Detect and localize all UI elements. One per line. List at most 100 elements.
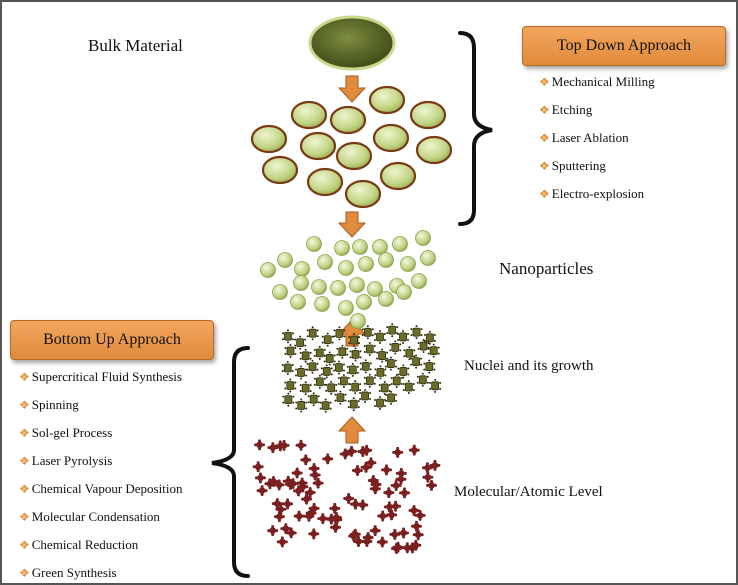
atom bbox=[343, 492, 355, 504]
atom bbox=[389, 528, 401, 540]
atom bbox=[267, 442, 279, 454]
atom bbox=[383, 487, 395, 499]
atom bbox=[370, 478, 382, 490]
method-label: Molecular Condensation bbox=[31, 509, 160, 524]
nucleus bbox=[294, 365, 307, 380]
nucleus bbox=[427, 343, 440, 358]
nanoparticle bbox=[411, 273, 427, 289]
method-label: Sol-gel Process bbox=[31, 425, 113, 440]
nucleus bbox=[349, 347, 362, 362]
atom bbox=[292, 485, 304, 497]
nanoparticle bbox=[415, 230, 431, 246]
atom bbox=[429, 459, 441, 471]
atom bbox=[329, 502, 341, 514]
atom bbox=[395, 473, 407, 485]
nanoparticle bbox=[338, 300, 354, 316]
diamond-bullet-icon: ❖ bbox=[539, 131, 550, 145]
diamond-bullet-icon: ❖ bbox=[539, 159, 550, 173]
diamond-bullet-icon: ❖ bbox=[19, 370, 30, 384]
diamond-bullet-icon: ❖ bbox=[19, 566, 30, 580]
nucleus bbox=[281, 329, 294, 344]
nucleus bbox=[359, 359, 372, 374]
diamond-bullet-icon: ❖ bbox=[19, 510, 30, 524]
bulk-material-disc bbox=[308, 15, 396, 71]
bottom-up-item: ❖Sol-gel Process bbox=[19, 423, 182, 451]
nanoparticles-label: Nanoparticles bbox=[499, 259, 594, 278]
diamond-bullet-icon: ❖ bbox=[19, 426, 30, 440]
atom bbox=[312, 477, 324, 489]
atom bbox=[308, 528, 320, 540]
nanoparticle bbox=[311, 279, 327, 295]
nucleus bbox=[361, 325, 374, 340]
atom bbox=[276, 536, 288, 548]
nanoparticle bbox=[338, 260, 354, 276]
nucleus bbox=[281, 361, 294, 376]
nanoparticle bbox=[294, 261, 310, 277]
method-label: Electro-explosion bbox=[551, 186, 645, 201]
nucleus bbox=[363, 373, 376, 388]
broken-particles bbox=[250, 85, 453, 209]
broken-particle bbox=[344, 179, 382, 209]
atom bbox=[296, 477, 308, 489]
molecular-label: Molecular/Atomic Level bbox=[454, 484, 603, 500]
nucleus bbox=[376, 348, 389, 363]
atom bbox=[282, 498, 294, 510]
atom bbox=[422, 471, 434, 483]
atom bbox=[300, 454, 312, 466]
nucleus bbox=[423, 330, 436, 345]
atom bbox=[390, 480, 402, 492]
nucleus bbox=[373, 330, 386, 345]
atom bbox=[357, 499, 369, 511]
nucleus bbox=[378, 380, 391, 395]
nanoparticle bbox=[330, 280, 346, 296]
arrow-atoms-to-nuclei bbox=[337, 416, 367, 444]
nucleus bbox=[299, 381, 312, 396]
method-label: Supercritical Fluid Synthesis bbox=[31, 369, 182, 384]
atom bbox=[267, 525, 279, 537]
atom bbox=[291, 467, 303, 479]
nucleus bbox=[313, 374, 326, 389]
diamond-bullet-icon: ❖ bbox=[19, 538, 30, 552]
atom bbox=[410, 539, 422, 551]
atom bbox=[412, 529, 424, 541]
nanoparticle bbox=[277, 252, 293, 268]
nucleus bbox=[423, 359, 436, 374]
atom bbox=[369, 525, 381, 537]
top-down-list: ❖Mechanical Milling❖Etching❖Laser Ablati… bbox=[539, 72, 655, 212]
method-label: Chemical Vapour Deposition bbox=[31, 481, 183, 496]
atom bbox=[304, 487, 316, 499]
atom bbox=[273, 511, 285, 523]
nanoparticle bbox=[356, 294, 372, 310]
atom bbox=[275, 503, 287, 515]
nanoparticle bbox=[349, 277, 365, 293]
top-down-item: ❖Laser Ablation bbox=[539, 128, 655, 156]
atom bbox=[390, 542, 402, 554]
nucleus bbox=[429, 378, 442, 393]
nucleus bbox=[385, 390, 398, 405]
nucleus bbox=[373, 396, 386, 411]
nucleus bbox=[374, 365, 387, 380]
nanoparticle bbox=[293, 275, 309, 291]
nanoparticle bbox=[358, 256, 374, 272]
atom bbox=[293, 510, 305, 522]
bottom-up-item: ❖Laser Pyrolysis bbox=[19, 451, 182, 479]
nanoparticle bbox=[290, 294, 306, 310]
nucleus bbox=[313, 345, 326, 360]
atom bbox=[351, 465, 363, 477]
atom bbox=[376, 536, 388, 548]
nucleus bbox=[416, 372, 429, 387]
method-label: Mechanical Milling bbox=[551, 74, 655, 89]
top-down-item: ❖Etching bbox=[539, 100, 655, 128]
nucleus bbox=[284, 378, 297, 393]
atom bbox=[392, 446, 404, 458]
nanoparticle bbox=[350, 313, 366, 329]
method-label: Etching bbox=[551, 102, 593, 117]
nucleus bbox=[389, 340, 402, 355]
atom bbox=[408, 504, 420, 516]
nanoparticle bbox=[352, 239, 368, 255]
atom bbox=[282, 475, 294, 487]
atom bbox=[254, 439, 266, 451]
broken-particle bbox=[299, 131, 337, 161]
nucleus bbox=[325, 380, 338, 395]
